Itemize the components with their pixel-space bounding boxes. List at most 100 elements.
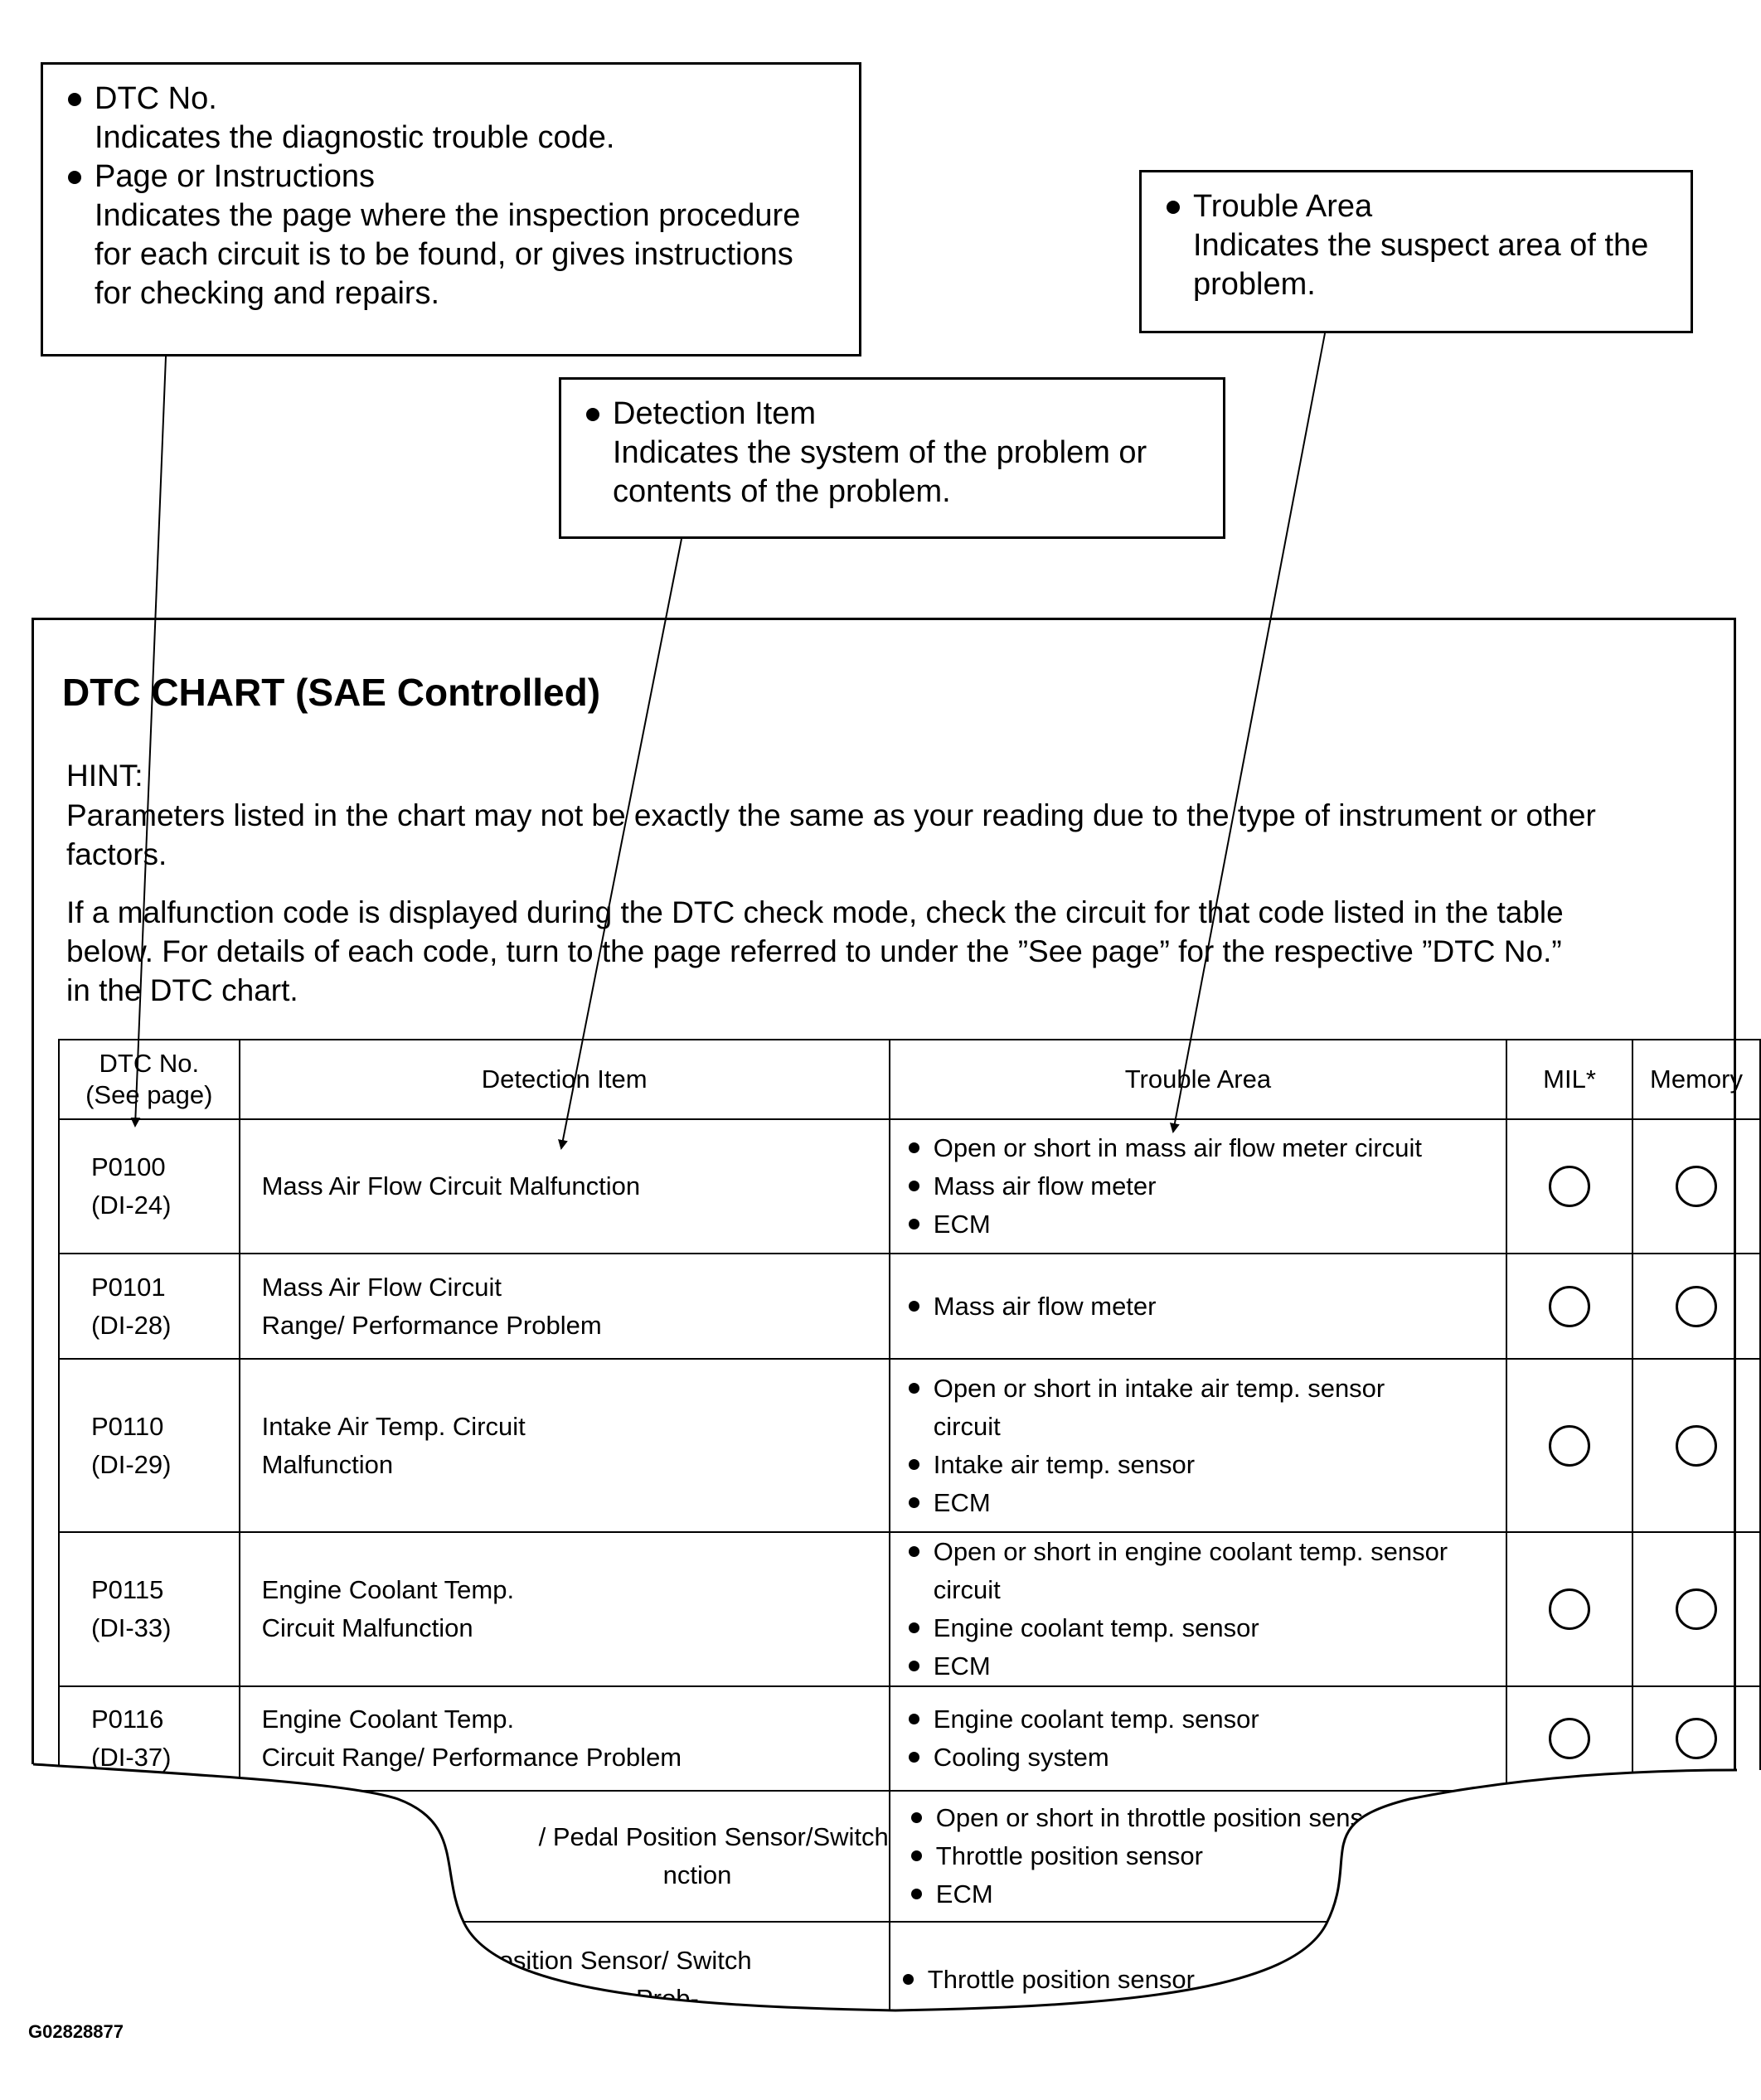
- callout-desc: for checking and repairs.: [95, 276, 440, 311]
- detection-line: / Pedal Position Sensor/Switch: [538, 1822, 889, 1851]
- callout-desc: problem.: [1193, 267, 1316, 302]
- memory-cell: [1632, 1531, 1761, 1687]
- mil-cell: [1506, 1253, 1633, 1360]
- table-row: P0115 (DI-33) Engine Coolant Temp. Circu…: [58, 1531, 1761, 1687]
- dtc-page: (DI-33): [91, 1613, 172, 1642]
- header-dtc-line-1: DTC No.: [99, 1049, 200, 1078]
- dtc-code: P0115: [91, 1575, 164, 1604]
- dtc-page: (DI-37): [91, 1743, 172, 1772]
- dtc-code-cell: P0115 (DI-33): [58, 1531, 240, 1687]
- callout-item-trouble: Trouble Area Indicates the suspect area …: [1167, 187, 1672, 304]
- trouble-area-item: ECM: [908, 1647, 1506, 1685]
- hint-label: HINT:: [66, 759, 143, 793]
- memory-cell: [1632, 1118, 1761, 1254]
- trouble-area-cell: Open or short in mass air flow meter cir…: [888, 1118, 1508, 1254]
- tear-outline: [32, 1763, 1738, 2012]
- header-dtc-line-2: (See page): [85, 1080, 213, 1109]
- dtc-code-cell: P0100 (DI-24): [58, 1118, 240, 1254]
- callout-desc: Indicates the system of the problem or: [613, 435, 1147, 470]
- trouble-area-item: Mass air flow meter: [908, 1288, 1506, 1326]
- trouble-area-cell: Engine coolant temp. sensor Cooling syst…: [888, 1685, 1508, 1792]
- dtc-page: (DI-24): [91, 1191, 172, 1220]
- table-row: P0101 (DI-28) Mass Air Flow Circuit Rang…: [58, 1253, 1761, 1360]
- trouble-area-item: Engine coolant temp. sensor: [908, 1700, 1506, 1739]
- para-line-3: in the DTC chart.: [66, 973, 298, 1007]
- trouble-area-item: Mass air flow meter: [908, 1167, 1506, 1205]
- memory-circle-icon: [1676, 1285, 1717, 1327]
- callout-item-dtc-no: DTC No. Indicates the diagnostic trouble…: [68, 80, 841, 158]
- callout-dtc-page: DTC No. Indicates the diagnostic trouble…: [41, 62, 861, 356]
- mil-cell: [1506, 1358, 1633, 1533]
- mil-circle-icon: [1549, 1588, 1591, 1630]
- para-line-2: below. For details of each code, turn to…: [66, 934, 1562, 968]
- memory-circle-icon: [1676, 1718, 1717, 1759]
- callout-title: Page or Instructions: [95, 159, 375, 194]
- callout-detection: Detection Item Indicates the system of t…: [559, 377, 1225, 539]
- dtc-page: (DI-29): [91, 1449, 172, 1479]
- trouble-area-item: ECM: [910, 1875, 1506, 1913]
- trouble-area-item: Throttle position sensor: [902, 1961, 1506, 1999]
- table-row: P0110 (DI-29) Intake Air Temp. Circuit M…: [58, 1358, 1761, 1533]
- reference-code: G02828877: [28, 2021, 124, 2042]
- detection-line: Malfunction: [261, 1449, 394, 1479]
- dtc-table: DTC No. (See page) Detection Item Troubl…: [58, 1039, 1761, 2039]
- table-row: P0100 (DI-24) Mass Air Flow Circuit Malf…: [58, 1118, 1761, 1254]
- callout-trouble: Trouble Area Indicates the suspect area …: [1139, 170, 1693, 333]
- hint-line-1: Parameters listed in the chart may not b…: [66, 798, 1596, 832]
- memory-cell: [1632, 1358, 1761, 1533]
- callout-desc: Indicates the diagnostic trouble code.: [95, 120, 615, 155]
- callout-desc: Indicates the page where the inspection …: [95, 198, 801, 233]
- table-header-row: DTC No. (See page) Detection Item Troubl…: [58, 1039, 1761, 1120]
- trouble-area-item: Intake air temp. sensor: [908, 1446, 1506, 1484]
- trouble-area-cell: Open or short in intake air temp. sensor…: [888, 1358, 1508, 1533]
- detection-line: nction: [662, 1860, 732, 1889]
- dtc-code: P0116: [91, 1705, 164, 1734]
- callout-item-page: Page or Instructions Indicates the page …: [68, 158, 841, 313]
- trouble-area-item: Open or short in intake air temp. sensor: [908, 1370, 1506, 1408]
- trouble-area-item: circuit: [933, 1411, 1001, 1441]
- arrow-detection-item: [558, 538, 682, 1150]
- detection-line: Engine Coolant Temp.: [261, 1575, 515, 1604]
- callout-title: DTC No.: [95, 81, 217, 116]
- trouble-area-item: ECM: [908, 1484, 1506, 1522]
- memory-cell: [1632, 1253, 1761, 1360]
- tear-mask: [0, 1764, 1761, 2100]
- trouble-area-item: Open or short in mass air flow meter cir…: [908, 1129, 1506, 1167]
- dtc-code: P0101: [91, 1272, 166, 1302]
- memory-circle-icon: [1676, 1166, 1717, 1207]
- header-trouble-area: Trouble Area: [888, 1039, 1508, 1120]
- detection-cell: Intake Air Temp. Circuit Malfunction: [238, 1358, 890, 1533]
- memory-circle-icon: [1676, 1588, 1717, 1630]
- trouble-area-item: Open or short in engine coolant temp. se…: [908, 1533, 1506, 1609]
- dtc-code-cell: P0110 (DI-29): [58, 1358, 240, 1533]
- detection-line: Range/ Performance Problem: [261, 1310, 602, 1340]
- trouble-area-item: Engine coolant temp. sensor: [908, 1609, 1506, 1647]
- detection-line: Circuit Malfunction: [261, 1613, 473, 1642]
- header-memory: Memory: [1632, 1039, 1761, 1120]
- mil-circle-icon: [1549, 1424, 1591, 1467]
- hint-line-2: factors.: [66, 837, 167, 871]
- header-dtc-no: DTC No. (See page): [58, 1039, 240, 1120]
- detection-line: Mass Air Flow Circuit: [261, 1272, 502, 1302]
- trouble-area-cell: Open or short in engine coolant temp. se…: [888, 1531, 1508, 1687]
- callout-desc: for each circuit is to be found, or give…: [95, 237, 793, 272]
- detection-line: Mass Air Flow Circuit Malfunction: [261, 1171, 641, 1200]
- mil-circle-icon: [1549, 1285, 1591, 1327]
- detection-line: Engine Coolant Temp.: [261, 1705, 515, 1734]
- trouble-area-cell: Mass air flow meter: [888, 1253, 1508, 1360]
- dtc-page: (DI-28): [91, 1310, 172, 1340]
- detection-line: osition Sensor/ Switch: [498, 1946, 752, 1975]
- header-detection-item: Detection Item: [238, 1039, 890, 1120]
- dtc-code: P0110: [91, 1411, 164, 1441]
- arrow-trouble-area: [1169, 332, 1326, 1133]
- callout-item-detection: Detection Item Indicates the system of t…: [586, 395, 1205, 512]
- dtc-code-cell: P0101 (DI-28): [58, 1253, 240, 1360]
- mil-cell: [1506, 1531, 1633, 1687]
- mil-circle-icon: [1549, 1718, 1591, 1759]
- detection-cell: Engine Coolant Temp. Circuit Malfunction: [238, 1531, 890, 1687]
- detection-cell: Mass Air Flow Circuit Range/ Performance…: [238, 1253, 890, 1360]
- detection-cell: Engine Coolant Temp. Circuit Range/ Perf…: [238, 1685, 890, 1792]
- arrow-dtc-no: [130, 356, 167, 1128]
- trouble-area-item: Cooling system: [908, 1739, 1506, 1777]
